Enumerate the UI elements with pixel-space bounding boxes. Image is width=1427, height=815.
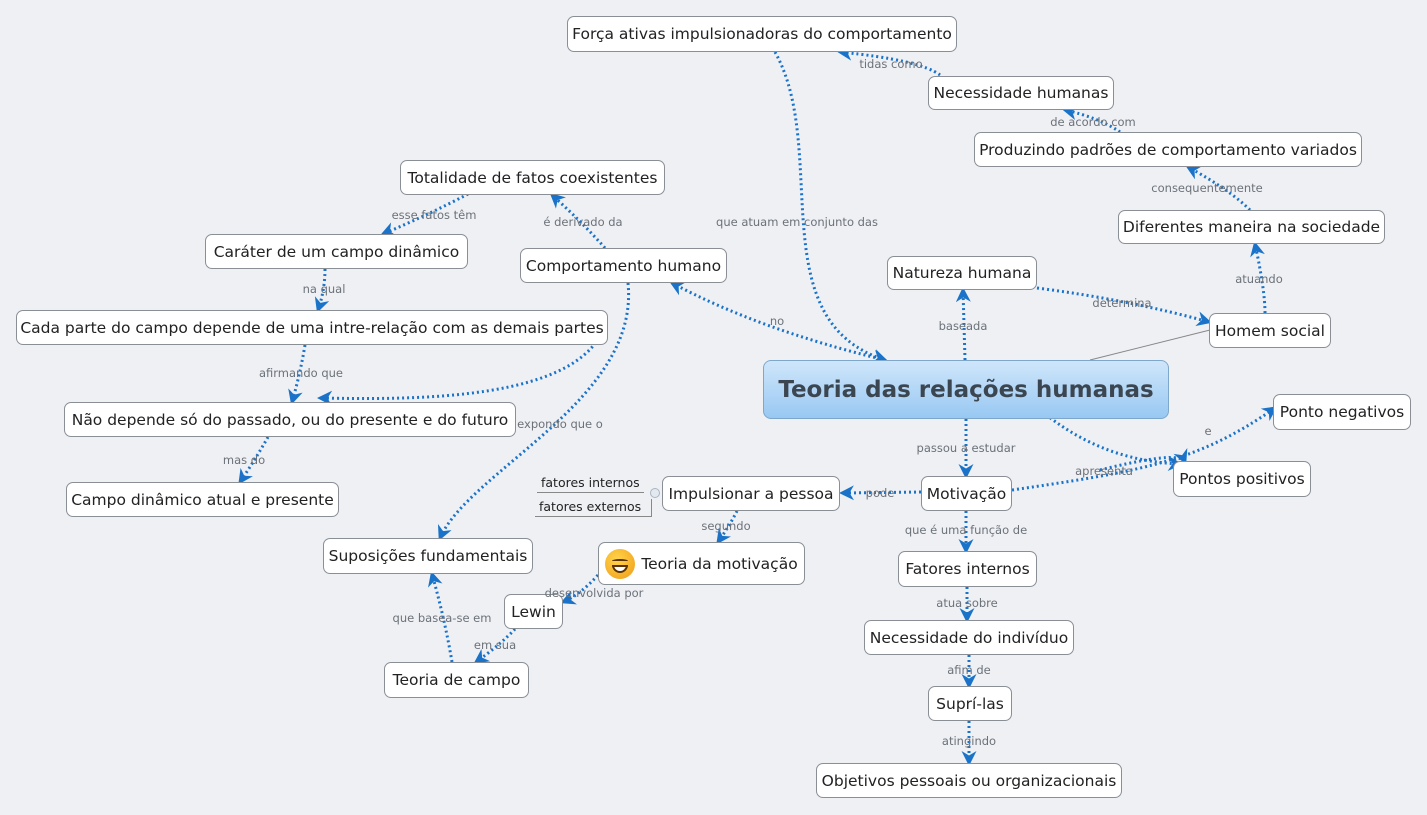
node-homem-social[interactable]: Homem social xyxy=(1209,313,1331,348)
connector-arrow xyxy=(955,287,971,361)
connector-arrow xyxy=(773,51,888,364)
node-fatores-internos[interactable]: Fatores internos xyxy=(898,551,1037,587)
node-produzindo[interactable]: Produzindo padrões de comportamento vari… xyxy=(974,132,1362,167)
node-totalidade[interactable]: Totalidade de fatos coexistentes xyxy=(400,160,665,195)
node-objetivos[interactable]: Objetivos pessoais ou organizacionais xyxy=(816,763,1122,798)
connector-arrow xyxy=(428,571,454,663)
connector-arrow xyxy=(549,193,607,249)
node-carater[interactable]: Caráter de um campo dinâmico xyxy=(205,234,468,269)
connector-arrow xyxy=(473,627,517,664)
connector-arrow xyxy=(1250,241,1267,314)
node-lewin[interactable]: Lewin xyxy=(504,594,563,629)
connector-arrow xyxy=(238,436,270,485)
relation-label: mas do xyxy=(222,453,266,467)
node-nao-depende[interactable]: Não depende só do passado, ou do present… xyxy=(64,402,516,437)
node-supri[interactable]: Suprí-las xyxy=(928,686,1012,721)
connector-arrow xyxy=(1185,165,1252,212)
central-topic[interactable]: Teoria das relações humanas xyxy=(763,360,1169,419)
relation-label: é derivado da xyxy=(543,215,623,229)
connector-arrow xyxy=(716,510,739,545)
relation-label: passou a estudar xyxy=(916,441,1016,455)
relation-label: que é uma função de xyxy=(904,523,1028,537)
relation-label: baseada xyxy=(938,319,988,333)
collapse-toggle-icon[interactable] xyxy=(650,488,660,498)
relation-label: que basea-se em xyxy=(392,611,492,625)
subtopic-fatores-externos[interactable]: fatores externos xyxy=(535,499,653,517)
node-campo-dinamico[interactable]: Campo dinâmico atual e presente xyxy=(66,482,339,517)
relation-label: tidas como xyxy=(859,57,923,71)
node-pontos-positivos[interactable]: Pontos positivos xyxy=(1173,461,1311,497)
relation-label: afirmando que xyxy=(258,366,344,380)
connector-arrow xyxy=(317,324,607,406)
relation-label: apresenta xyxy=(1075,464,1133,478)
node-natureza[interactable]: Natureza humana xyxy=(887,256,1037,290)
node-necessidade-individuo[interactable]: Necessidade do indivíduo xyxy=(864,620,1074,655)
relation-label: no xyxy=(769,314,785,328)
connector-arrow xyxy=(1036,286,1212,327)
connector-arrow xyxy=(1099,448,1188,472)
node-suposicoes[interactable]: Suposições fundamentais xyxy=(323,538,533,574)
node-comportamento[interactable]: Comportamento humano xyxy=(520,248,727,283)
relation-label: segundo xyxy=(701,519,751,533)
node-forca[interactable]: Força ativas impulsionadoras do comporta… xyxy=(567,16,957,52)
relation-label: e xyxy=(1204,424,1212,438)
relation-label: atingindo xyxy=(941,734,997,748)
relation-label: consequentemente xyxy=(1151,181,1263,195)
node-teoria-motivacao[interactable]: Teoria da motivação xyxy=(598,542,805,585)
relation-label: em sua xyxy=(473,638,517,652)
relation-label: atuando xyxy=(1235,272,1283,286)
connector-arrow xyxy=(314,268,330,313)
connector-arrow xyxy=(669,281,888,365)
node-diferentes[interactable]: Diferentes maneira na sociedade xyxy=(1118,210,1385,244)
node-cada-parte[interactable]: Cada parte do campo depende de uma intre… xyxy=(16,310,608,345)
relation-label: de acordo com xyxy=(1050,115,1136,129)
relation-label: expondo que o xyxy=(517,417,603,431)
node-label: Teoria da motivação xyxy=(641,554,798,573)
node-necessidade-humanas[interactable]: Necessidade humanas xyxy=(928,76,1114,110)
relation-label: que atuam em conjunto das xyxy=(716,215,878,229)
relation-label: esse fatos têm xyxy=(391,208,477,222)
relation-label: desenvolvida por xyxy=(544,586,644,600)
relation-label: determina xyxy=(1092,296,1152,310)
node-motivacao[interactable]: Motivação xyxy=(921,476,1012,511)
relation-label: na qual xyxy=(302,282,346,296)
relation-label: pode xyxy=(865,486,895,500)
subtopic-fatores-internos[interactable]: fatores internos xyxy=(537,475,644,493)
node-teoria-campo[interactable]: Teoria de campo xyxy=(384,662,529,698)
connector-arrow xyxy=(560,573,600,605)
connector-arrow xyxy=(1062,105,1121,134)
node-ponto-negativos[interactable]: Ponto negativos xyxy=(1273,394,1411,430)
relation-label: atua sobre xyxy=(936,596,998,610)
connector-arrow xyxy=(1011,406,1278,492)
relation-label: afim de xyxy=(947,663,991,677)
plain-connector xyxy=(1089,329,1211,361)
connector-arrow xyxy=(837,45,941,77)
connector-arrow xyxy=(839,485,922,501)
node-impulsionar[interactable]: Impulsionar a pessoa xyxy=(662,476,840,511)
laughing-emoji-icon xyxy=(605,548,636,579)
